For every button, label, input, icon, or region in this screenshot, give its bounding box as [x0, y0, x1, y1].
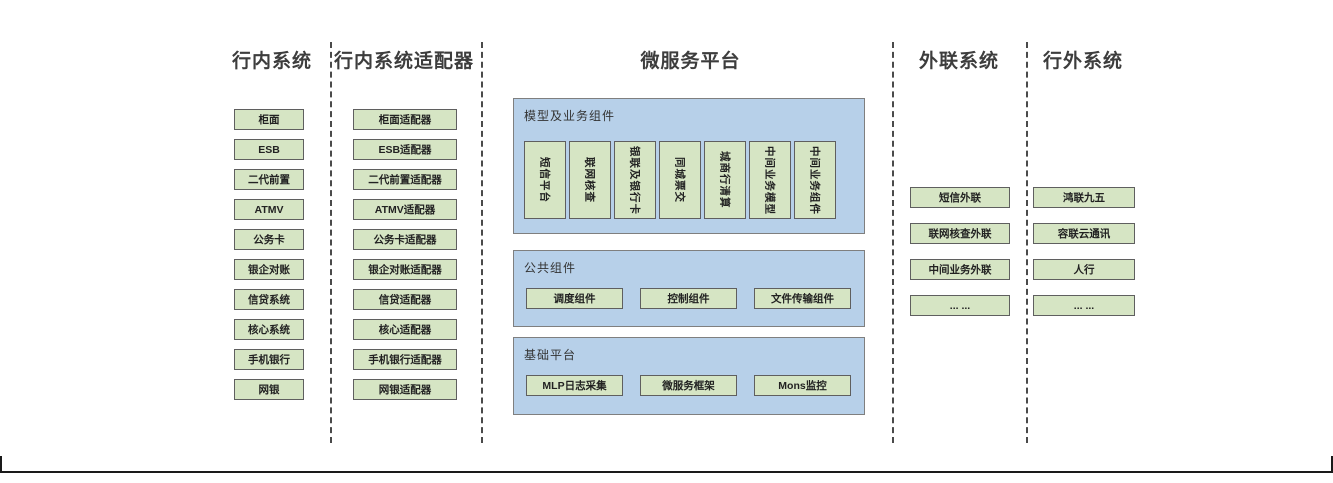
outlink-system-box: 联网核查外联 [910, 223, 1010, 244]
column-title-inbank-adapters: 行内系统适配器 [334, 51, 475, 72]
model-component-label: 短信平台 [538, 157, 551, 203]
inbank-system-box: 银企对账 [234, 259, 304, 280]
panel-label: 公共组件 [524, 261, 577, 275]
column-separator [892, 42, 894, 443]
model-component-label: 同城票交 [673, 157, 686, 203]
adapter-box: 二代前置适配器 [353, 169, 457, 190]
inbank-system-box: 网银 [234, 379, 304, 400]
base-platform-panel: 基础平台 MLP日志采集 微服务框架 Mons监控 [513, 337, 865, 415]
column-separator [1026, 42, 1028, 443]
bottom-frame-line [0, 471, 1333, 473]
adapter-box: 网银适配器 [353, 379, 457, 400]
panel-label: 基础平台 [524, 348, 577, 362]
adapter-box: 信贷适配器 [353, 289, 457, 310]
external-system-box: 鸿联九五 [1033, 187, 1135, 208]
model-component-box: 中间业务组件 [794, 141, 836, 219]
outlink-system-box: 短信外联 [910, 187, 1010, 208]
external-system-box: 人行 [1033, 259, 1135, 280]
model-component-label: 联网核查 [583, 157, 596, 203]
adapter-box: 银企对账适配器 [353, 259, 457, 280]
outlink-system-box: ... ... [910, 295, 1010, 316]
column-title-outlink-systems: 外联系统 [918, 51, 999, 72]
column-title-microservice-platform: 微服务平台 [640, 51, 741, 72]
base-platform-box: Mons监控 [754, 375, 851, 396]
model-component-label: 银联及银行卡 [628, 145, 641, 215]
model-component-box: 城商行清算 [704, 141, 746, 219]
inbank-system-box: 手机银行 [234, 349, 304, 370]
frame-corner-left [0, 456, 2, 472]
outlink-system-box: 中间业务外联 [910, 259, 1010, 280]
column-title-inbank-systems: 行内系统 [231, 51, 312, 72]
adapter-box: 核心适配器 [353, 319, 457, 340]
adapter-box: ATMV适配器 [353, 199, 457, 220]
column-title-external-systems: 行外系统 [1042, 51, 1123, 72]
inbank-system-box: 信贷系统 [234, 289, 304, 310]
column-separator [330, 42, 332, 443]
frame-corner-right [1331, 456, 1333, 472]
base-platform-box: 微服务框架 [640, 375, 737, 396]
model-component-box: 同城票交 [659, 141, 701, 219]
external-system-box: 容联云通讯 [1033, 223, 1135, 244]
adapter-box: 手机银行适配器 [353, 349, 457, 370]
model-business-components-panel: 模型及业务组件 短信平台 联网核查 银联及银行卡 同城票交 城商行清算 中间业务… [513, 98, 865, 234]
inbank-system-box: 核心系统 [234, 319, 304, 340]
panel-label: 模型及业务组件 [524, 109, 616, 123]
column-separator [481, 42, 483, 443]
model-component-label: 中间业务模型 [763, 145, 776, 215]
common-component-box: 控制组件 [640, 288, 737, 309]
model-component-label: 中间业务组件 [808, 145, 821, 215]
inbank-system-box: ESB [234, 139, 304, 160]
model-component-box: 中间业务模型 [749, 141, 791, 219]
inbank-system-box: ATMV [234, 199, 304, 220]
external-system-box: ... ... [1033, 295, 1135, 316]
model-component-box: 银联及银行卡 [614, 141, 656, 219]
common-components-panel: 公共组件 调度组件 控制组件 文件传输组件 [513, 250, 865, 327]
adapter-box: 柜面适配器 [353, 109, 457, 130]
adapter-box: 公务卡适配器 [353, 229, 457, 250]
model-component-box: 短信平台 [524, 141, 566, 219]
adapter-box: ESB适配器 [353, 139, 457, 160]
model-component-label: 城商行清算 [718, 151, 731, 209]
inbank-system-box: 二代前置 [234, 169, 304, 190]
model-component-box: 联网核查 [569, 141, 611, 219]
inbank-system-box: 公务卡 [234, 229, 304, 250]
base-platform-box: MLP日志采集 [526, 375, 623, 396]
inbank-system-box: 柜面 [234, 109, 304, 130]
common-component-box: 文件传输组件 [754, 288, 851, 309]
common-component-box: 调度组件 [526, 288, 623, 309]
